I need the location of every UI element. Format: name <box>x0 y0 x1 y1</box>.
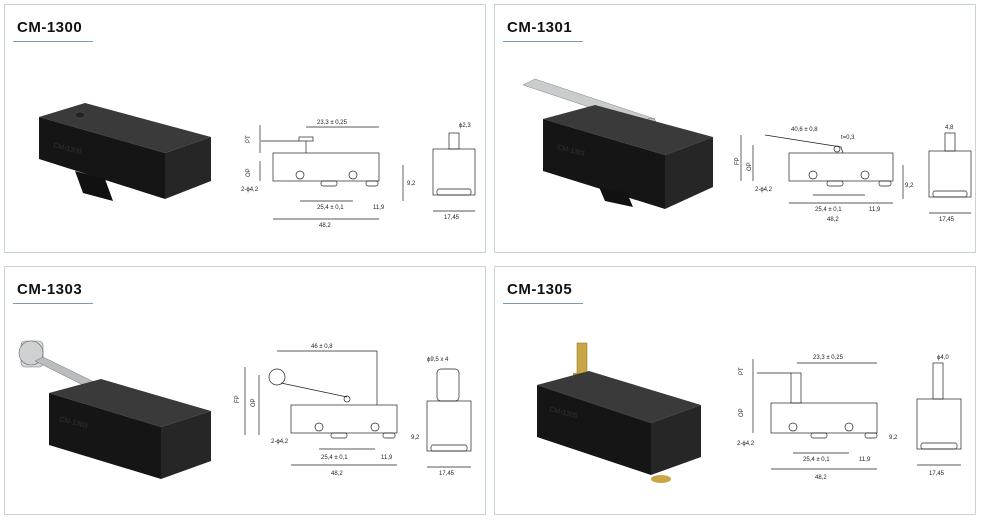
op-label: OP <box>246 168 252 177</box>
height-dimension: 9,2 <box>889 435 898 441</box>
width-dimension: 48,2 <box>331 471 343 477</box>
height-dimension: 9,2 <box>905 183 914 189</box>
title-underline <box>13 41 93 42</box>
side-dimension: ϕ4,0 <box>937 355 949 361</box>
op-label: OP <box>251 398 257 407</box>
right-dimension: 11,9 <box>381 455 393 461</box>
dimension-drawing: 23,3 ± 0,25 PT OP 2-ϕ4,2 25,4 ± 0,1 11,9… <box>737 355 962 481</box>
bottom-dimension: 25,4 ± 0,1 <box>815 207 842 213</box>
panel-title: CM-1305 <box>507 281 573 298</box>
width-dimension: 48,2 <box>319 223 331 229</box>
pt-label: PT <box>739 367 745 375</box>
top-dimension: 46 ± 0,8 <box>311 344 333 350</box>
holes-label: 2-ϕ4,2 <box>737 441 755 447</box>
fp-label: FP <box>235 395 241 403</box>
product-panel-cm-1300: CM-1300 CM-1300 <box>4 4 486 253</box>
dimension-drawing: 46 ± 0,8 FP OP 2-ϕ4,2 25,4 ± 0,1 11,9 48… <box>235 344 472 477</box>
top-dimension: 23,3 ± 0,25 <box>317 120 348 126</box>
right-dimension: 11,9 <box>869 207 881 213</box>
product-panel-cm-1305: CM-1305 CM-1305 23,3 ± 0,2 <box>494 266 976 515</box>
title-underline <box>13 303 93 304</box>
side-dimension: ϕ9,5 x 4 <box>427 357 449 363</box>
product-panel-cm-1303: CM-1303 CM-1303 <box>4 266 486 515</box>
top-dimension: 40,6 ± 0,8 <box>791 127 818 133</box>
holes-label: 2-ϕ4,2 <box>271 439 289 445</box>
bottom-dimension: 25,4 ± 0,1 <box>321 455 348 461</box>
title-underline <box>503 41 583 42</box>
side-width-dimension: 17,45 <box>439 471 455 477</box>
width-dimension: 48,2 <box>827 217 839 223</box>
side-width-dimension: 17,45 <box>444 215 460 221</box>
switch-photo: CM-1303 <box>18 340 211 479</box>
op-label: OP <box>747 162 753 171</box>
right-dimension: 11,9 <box>373 205 385 211</box>
height-dimension: 9,2 <box>411 435 420 441</box>
bottom-dimension: 25,4 ± 0,1 <box>317 205 344 211</box>
bottom-dimension: 25,4 ± 0,1 <box>803 457 830 463</box>
pt-label: PT <box>246 135 252 143</box>
fp-label: FP <box>735 157 741 165</box>
panel-title: CM-1300 <box>17 19 83 36</box>
panel-title: CM-1303 <box>17 281 83 298</box>
holes-label: 2-ϕ4,2 <box>241 187 259 193</box>
dimension-drawing: 23,3 ± 0,25 PT OP 2-ϕ4,2 25,4 ± 0,1 11,9… <box>241 120 476 229</box>
panel-title: CM-1301 <box>507 19 573 36</box>
switch-photo: CM-1300 <box>39 103 211 201</box>
top-dimension: 23,3 ± 0,25 <box>813 355 844 361</box>
switch-photo: CM-1305 <box>537 342 701 483</box>
dimension-drawing: 40,6 ± 0,8 t=0,3 FP OP 2-ϕ4,2 25,4 ± 0,1… <box>735 125 972 223</box>
op-label: OP <box>739 408 745 417</box>
product-panel-cm-1301: CM-1301 CM-1301 40, <box>494 4 976 253</box>
title-underline <box>503 303 583 304</box>
side-dimension: ϕ2,3 <box>459 123 471 129</box>
holes-label: 2-ϕ4,2 <box>755 187 773 193</box>
side-width-dimension: 17,45 <box>929 471 945 477</box>
width-dimension: 48,2 <box>815 475 827 481</box>
side-width-dimension: 17,45 <box>939 217 955 223</box>
height-dimension: 9,2 <box>407 181 416 187</box>
right-dimension: 11,9 <box>859 457 871 463</box>
side-dimension: 4,8 <box>945 125 954 131</box>
lever-thickness: t=0,3 <box>841 135 855 141</box>
switch-photo: CM-1301 <box>522 78 713 209</box>
